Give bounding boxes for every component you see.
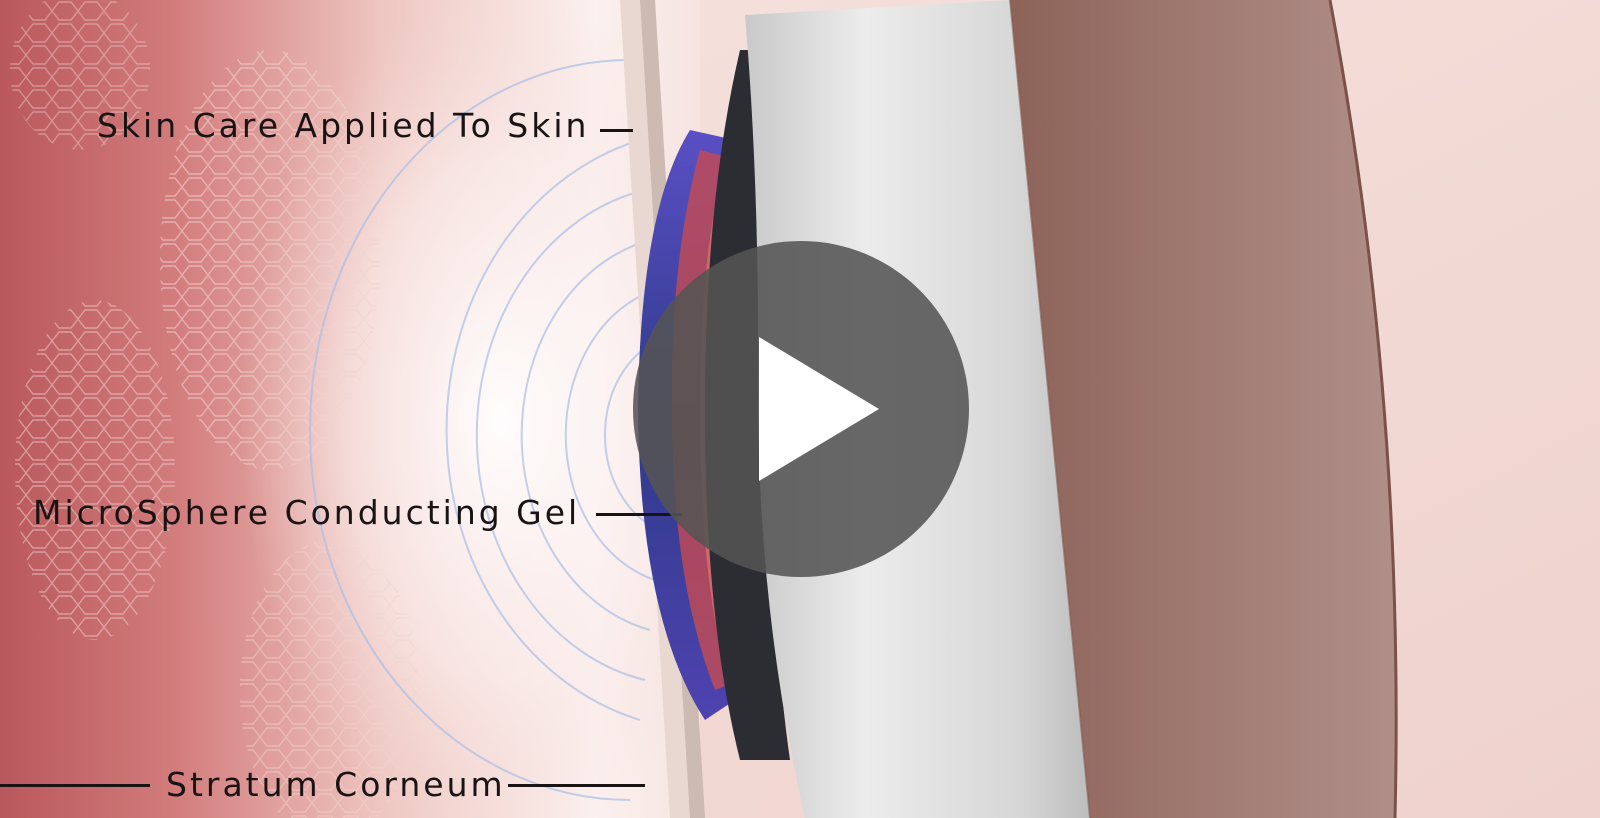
- annotation-stratum: Stratum Corneum: [166, 765, 506, 804]
- leader-line-stratum-left: [0, 784, 150, 787]
- leader-line-gel: [596, 513, 682, 516]
- annotation-skin-care: Skin Care Applied To Skin: [97, 106, 590, 145]
- annotation-gel: MicroSphere Conducting Gel: [33, 493, 581, 532]
- play-icon: [759, 337, 879, 481]
- play-button[interactable]: [633, 241, 969, 577]
- leader-line-stratum-right: [508, 784, 645, 787]
- leader-line-skin-care: [600, 129, 633, 132]
